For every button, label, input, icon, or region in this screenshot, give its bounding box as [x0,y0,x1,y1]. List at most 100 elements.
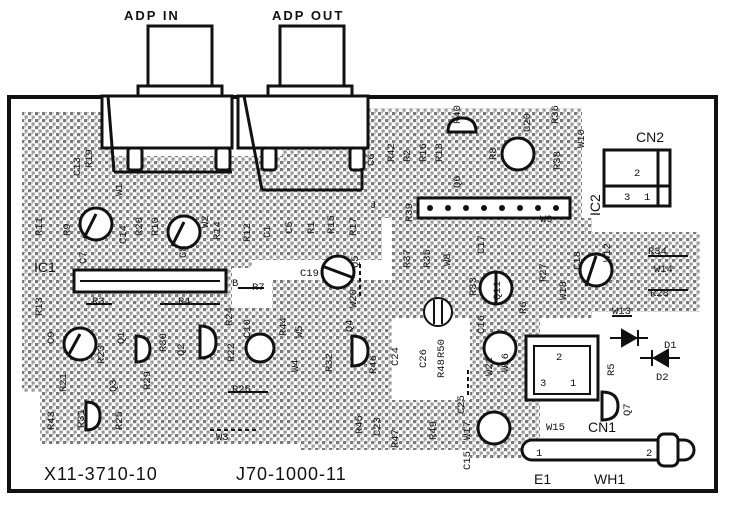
transistors [84,116,620,432]
diodes [610,328,680,368]
ref-label-r2: R2 [402,149,414,162]
part-number-right: J70-1000-11 [236,464,347,484]
ref-label-w8: W8 [442,253,454,266]
ref-label-r29: R29 [142,371,154,390]
ref-label-c8: C8 [178,245,190,258]
ref-label-r45: R45 [354,415,366,434]
ref-label-w14: W14 [654,264,673,276]
label-cn1: CN1 [588,419,616,435]
ref-label-c18: C18 [572,251,584,270]
ref-label-r12: R12 [242,223,254,242]
ref-label-r35: R35 [422,249,434,268]
part-number-left: X11-3710-10 [44,464,158,484]
ref-label-q2: Q2 [176,343,188,356]
ic2-pins [427,205,559,211]
ref-label-w4: W4 [290,359,302,372]
ref-label-q1: Q1 [116,331,128,344]
ref-label-c17: C17 [476,235,488,254]
ref-label-r48: R48 [436,359,448,378]
ref-label-c15: C15 [462,451,474,470]
ref-label-r25: R25 [114,411,126,430]
ref-label-r26: R26 [232,384,251,396]
pin-cn2-3: 3 [624,192,630,204]
ref-label-c24: C24 [390,347,402,366]
ref-label-w5: W5 [294,325,306,338]
ref-label-w13: W13 [612,306,631,318]
ref-label-r50: R50 [436,339,448,358]
ref-label-q6: Q6 [452,175,464,188]
ref-label-r11: R11 [34,217,46,236]
ref-label-r16: R16 [418,143,430,162]
ref-label-c9: C9 [46,331,58,344]
ref-label-r47: R47 [390,429,402,448]
ref-label-c16: C16 [476,315,488,334]
pin-cn1-1: 1 [570,378,576,390]
ref-label-r44: R44 [278,317,290,336]
ref-label-c14: C14 [118,225,130,244]
ref-label-r4: R4 [178,296,191,308]
ref-label-r49: R49 [428,421,440,440]
ref-label-r22: R22 [226,343,238,362]
ref-label-r39: R39 [404,203,416,222]
ref-label-w16: W16 [500,353,512,372]
ref-label-r21: R21 [58,373,70,392]
round-components [62,136,614,446]
ref-label-w21: W21 [484,357,496,376]
ic2-body [416,196,572,220]
ref-label-c7: C7 [78,251,90,264]
pin-ic1-b: B [232,278,238,290]
copper-fill [22,108,700,458]
ref-label-c13: C13 [72,157,84,176]
cn1-header [524,334,600,402]
ref-label-r43: R43 [46,411,58,430]
ref-label-c10: C10 [242,319,254,338]
ref-label-d2: D2 [656,372,669,384]
ref-label-r31: R31 [76,409,88,428]
ref-label-w10: W10 [576,129,588,148]
ref-label-q7: Q7 [622,403,634,416]
ref-label-w9: W9 [540,214,553,226]
ref-label-c6: C6 [366,153,378,166]
ref-label-r27: R27 [538,263,550,282]
pin-wh1-1: 1 [536,448,542,460]
ref-label-r46: R46 [368,355,380,374]
ref-label-r20: R20 [134,217,146,236]
label-cn2: CN2 [636,129,664,145]
ref-label-r3: R3 [92,296,105,308]
ref-label-r40: R40 [452,105,464,124]
component-lines [86,255,688,431]
label-ic1: IC1 [34,259,56,275]
adp-out-label: ADP OUT [272,8,344,23]
label-wh1: WH1 [594,471,625,487]
ref-label-q4: Q4 [344,319,356,332]
ref-label-w15: W15 [546,422,565,434]
pin-cn2-1: 1 [644,192,650,204]
ref-label-r18: R18 [434,143,446,162]
ref-label-r14: R14 [212,221,224,240]
ref-label-r23: R23 [96,345,108,364]
ref-label-r5: R5 [606,363,618,376]
adp-in-jack [100,24,234,172]
ref-label-j: J [370,200,376,212]
ref-label-r9: R9 [62,223,74,236]
ref-label-w17: W17 [462,421,474,440]
ref-label-q5: Q5 [350,255,362,268]
trimmer-pot [423,297,453,327]
ref-label-w1: W1 [114,183,126,196]
ref-label-w12: W12 [602,243,614,262]
ref-label-r34: R34 [648,246,667,258]
ref-label-r38: R38 [552,151,564,170]
ref-label-r30: R30 [158,333,170,352]
ref-label-r7: R7 [252,282,265,294]
ref-label-c5: C5 [284,221,296,234]
ref-label-r36: R36 [550,105,562,124]
ref-label-r6: R6 [518,301,530,314]
cn2-header [602,148,672,208]
ref-label-w3: W3 [216,432,229,444]
ref-label-r24: R24 [224,307,236,326]
pin-cn1-3: 3 [540,378,546,390]
ref-label-c26: C26 [418,349,430,368]
adp-out-jack [236,24,370,172]
